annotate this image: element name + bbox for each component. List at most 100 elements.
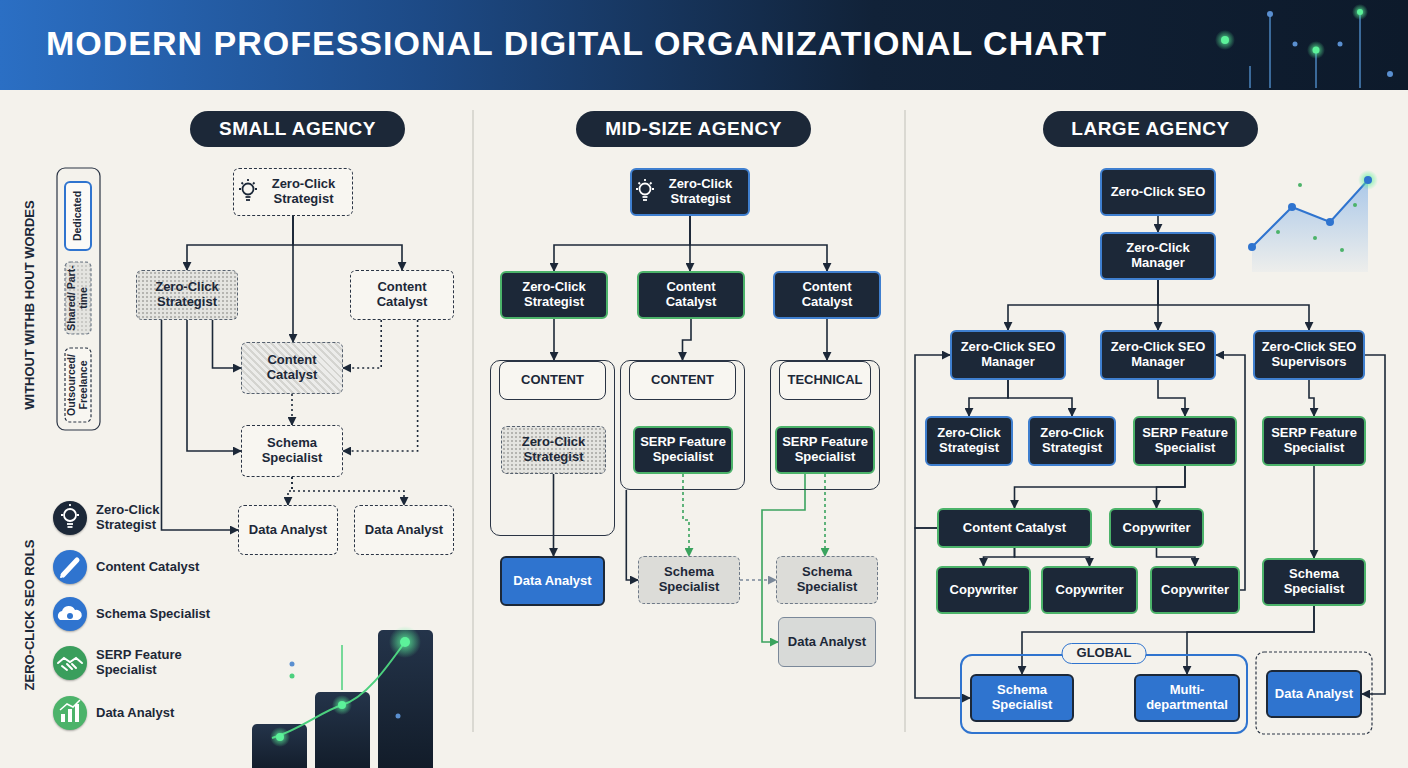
role-box: Zero-Click SEO Supervisors [1253, 330, 1365, 380]
role-box: Zero-Click Strategist [630, 168, 750, 216]
connector [1157, 216, 1159, 232]
connector [969, 380, 1008, 416]
node-text: Data Analyst [513, 574, 591, 589]
group-panel: CONTENTSERP Feature Specialist [620, 360, 745, 490]
connector [1022, 606, 1314, 674]
node-text: Content Catalyst [780, 280, 874, 310]
role-box: Schema Specialist [776, 556, 878, 604]
node-text: Zero-Click Strategist [658, 177, 743, 207]
node-text: Schema Specialist [644, 565, 734, 595]
connector [984, 548, 1015, 566]
chart-title: MODERN PROFESSIONAL DIGITAL ORGANIZATION… [46, 24, 1107, 63]
node-text: Zero-Click SEO Supervisors [1260, 340, 1358, 370]
connector [554, 216, 690, 271]
node-text: Data Analyst [365, 523, 443, 538]
legend-swatch [53, 696, 87, 730]
connector [1008, 280, 1158, 330]
role-box: Zero-Click Strategist [501, 426, 606, 474]
legend-text: Content Catalyst [96, 560, 226, 575]
connector [683, 474, 689, 556]
legend-text: Dedicated [72, 183, 84, 249]
role-box: Zero-Click SEO Manager [1100, 330, 1216, 380]
role-box: Zero-Click SEO Manager [950, 330, 1066, 380]
legend-text: Outsourced/ Freelance [66, 349, 89, 421]
node-text: Content Catalyst [963, 521, 1066, 536]
role-box: Zero-Click Strategist [136, 270, 238, 320]
group-heading: GLOBAL [1062, 643, 1147, 664]
role-box: Zero-Click Strategist [233, 168, 353, 216]
role-box: Zero-Click Strategist [1028, 416, 1116, 466]
role-box: Schema Specialist [970, 674, 1074, 722]
node-text: LARGE AGENCY [1071, 118, 1229, 140]
role-box: Content Catalyst [241, 342, 343, 394]
group-panel: TECHNICAL SERP Feature Specialist [770, 360, 880, 490]
legend-swatch [53, 646, 87, 680]
group-heading: TECHNICAL [779, 361, 871, 400]
legend-text: Data Analyst [96, 706, 216, 721]
connector [553, 474, 555, 556]
connector [824, 474, 826, 556]
connector [1015, 466, 1186, 508]
node-text: Copywriter [950, 583, 1018, 598]
node-text: Content Catalyst [247, 353, 337, 383]
node-text: Zero-Click Strategist [932, 426, 1006, 456]
node-text: Data Analyst [788, 635, 866, 650]
connector [292, 477, 404, 505]
node-text: Zero-Click Strategist [142, 280, 232, 310]
role-box: Copywriter [1041, 566, 1138, 614]
side-caption: WITHOUT WITHB HOUT WORDES [23, 200, 37, 409]
node-text: Schema Specialist [1269, 567, 1359, 597]
node-text: Zero-Click Strategist [507, 435, 600, 465]
role-box: Schema Specialist [638, 556, 740, 604]
node-text: Zero-Click Strategist [260, 177, 347, 207]
role-box: Content Catalyst [350, 270, 454, 320]
connector [162, 320, 239, 530]
role-box: Multi-departmental [1134, 674, 1240, 722]
role-box: Copywriter [1150, 566, 1240, 614]
node-text: Data Analyst [1275, 687, 1353, 702]
role-box: Data Analyst [500, 556, 605, 606]
connector [553, 319, 555, 360]
role-box: Data Analyst [238, 505, 338, 555]
connector [1187, 606, 1314, 674]
connector [291, 394, 293, 425]
section-header: SMALL AGENCY [190, 111, 405, 147]
node-text: Schema Specialist [247, 436, 337, 466]
connector [343, 320, 381, 368]
section-header: LARGE AGENCY [1043, 111, 1258, 147]
role-box: SERP Feature Specialist [633, 426, 733, 474]
role-box: Data Analyst [778, 617, 876, 667]
node-text: Zero-Click Strategist [507, 280, 601, 310]
node-text: Zero-Click SEO Manager [1107, 340, 1209, 370]
role-box: Zero-Click Strategist [925, 416, 1013, 466]
role-box: SERP Feature Specialist [1262, 416, 1366, 466]
group-panel: CONTENTZero-Click Strategist [490, 360, 615, 536]
role-box: Data Analyst [1266, 670, 1362, 718]
node-text: Zero-Click SEO Manager [957, 340, 1059, 370]
node-text: Schema Specialist [782, 565, 872, 595]
node-text: Schema Specialist [977, 683, 1067, 713]
node-text: MID-SIZE AGENCY [605, 118, 782, 140]
node-text: Content Catalyst [356, 280, 448, 310]
role-box: SERP Feature Specialist [775, 426, 875, 474]
section-header: MID-SIZE AGENCY [576, 111, 811, 147]
role-box: Data Analyst [354, 505, 454, 555]
connector [1216, 355, 1245, 590]
role-box: Zero-Click Manager [1100, 232, 1216, 280]
legend-text: Zero-Click Strategist [96, 503, 186, 533]
connector [293, 216, 402, 270]
node-text: Copywriter [1161, 583, 1229, 598]
node-text: Content Catalyst [644, 280, 738, 310]
node-text: Zero-Click Strategist [1035, 426, 1109, 456]
connector [690, 216, 827, 271]
connector [1157, 466, 1186, 508]
node-text: SERP Feature Specialist [782, 435, 868, 465]
node-text: Copywriter [1056, 583, 1124, 598]
connector [187, 216, 293, 270]
node-text: Multi-departmental [1141, 683, 1233, 713]
node-text: SERP Feature Specialist [640, 435, 726, 465]
connector [187, 320, 241, 451]
legend-swatch [53, 501, 87, 535]
node-text: SERP Feature Specialist [1269, 426, 1359, 456]
